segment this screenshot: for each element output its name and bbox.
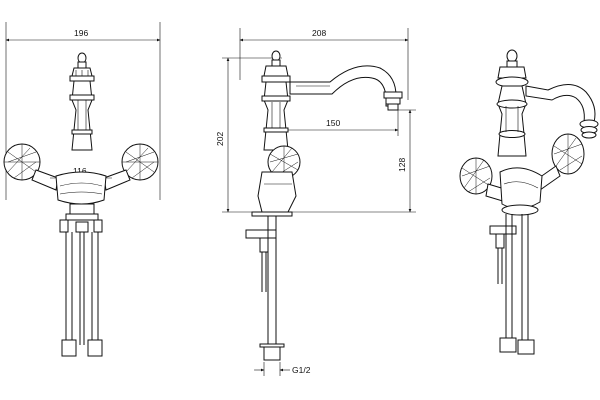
spout-reach-dimension: 150 — [269, 108, 399, 136]
persp-spout — [525, 84, 599, 139]
persp-right-handle — [535, 133, 585, 191]
side-finial — [261, 50, 291, 83]
side-handle — [267, 145, 301, 179]
column — [69, 80, 95, 151]
connection-thread-label: G1/2 — [292, 365, 311, 375]
side-column — [261, 81, 291, 151]
spout-reach-label: 150 — [326, 118, 340, 128]
side-valve-body — [251, 171, 297, 217]
finial — [69, 52, 95, 82]
perspective-view — [459, 49, 599, 355]
right-handle — [103, 143, 159, 191]
height-label: 202 — [215, 132, 225, 146]
supply-pipes — [59, 219, 103, 357]
side-view: 208 202 150 128 — [215, 28, 416, 376]
side-width-label: 208 — [312, 28, 326, 38]
spout-height-dimension: 128 — [292, 109, 416, 213]
persp-supply-pipes — [489, 214, 535, 355]
persp-column — [496, 85, 528, 157]
spout-height-label: 128 — [397, 158, 407, 172]
spout — [289, 65, 403, 111]
handle-spacing-label: 116 — [73, 166, 87, 176]
persp-valve-body — [499, 167, 543, 216]
front-width-label: 196 — [74, 28, 88, 38]
left-handle — [3, 143, 59, 191]
connection-dimension: G1/2 — [254, 362, 311, 376]
side-supply-pipe — [245, 216, 285, 361]
front-view: 196 — [3, 22, 161, 357]
side-width-dimension: 208 — [239, 28, 409, 100]
valve-body — [55, 171, 107, 221]
persp-finial — [495, 49, 529, 88]
